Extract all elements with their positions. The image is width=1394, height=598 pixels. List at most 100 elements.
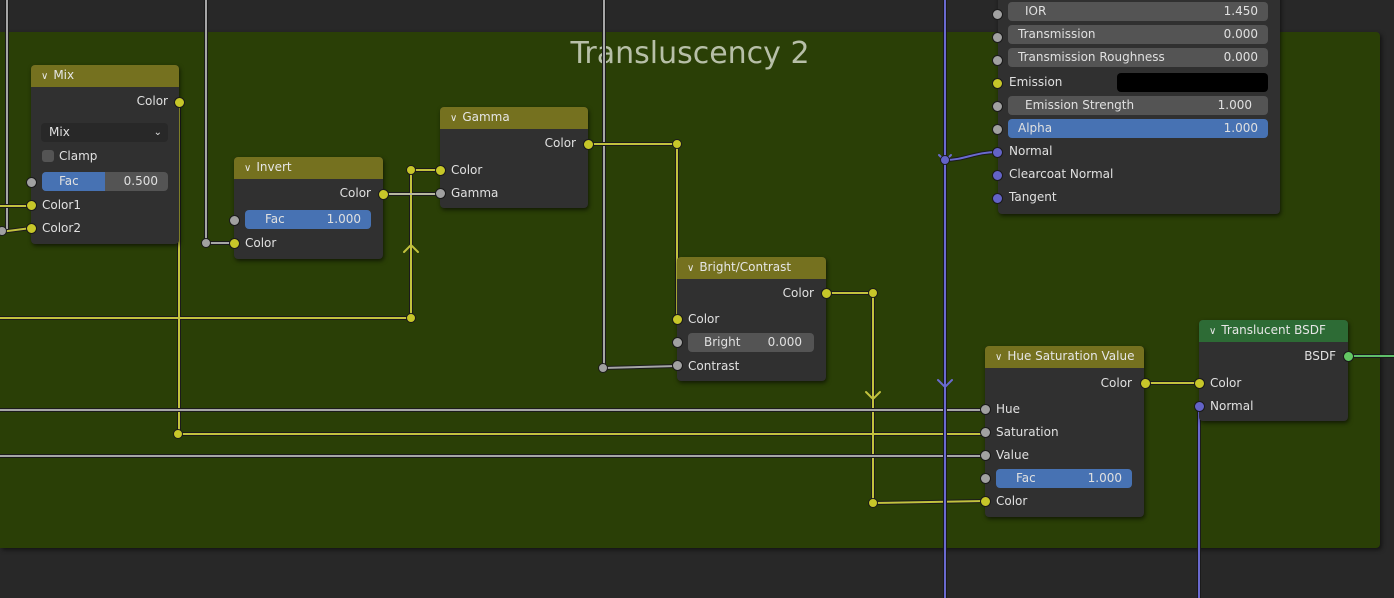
input-label: Tangent <box>1009 190 1057 204</box>
hsv-value-socket[interactable] <box>980 450 991 461</box>
reroute-point <box>868 498 878 508</box>
contrast-socket[interactable] <box>672 360 683 371</box>
fac-slider[interactable]: Fac 1.000 <box>245 210 371 229</box>
mix-color1-socket[interactable] <box>26 200 37 211</box>
principled-bsdf-node[interactable]: IOR 1.450 Transmission 0.000 Transmissio… <box>998 0 1280 214</box>
node-title: Translucent BSDF <box>1221 323 1326 337</box>
chevron-down-icon[interactable]: ∨ <box>995 352 1003 363</box>
link-normal-principled <box>944 151 998 161</box>
hsv-color-socket[interactable] <box>980 496 991 507</box>
fac-slider[interactable]: Fac 0.500 <box>42 172 168 191</box>
reroute-point <box>940 155 950 165</box>
output-label: Color <box>339 186 371 200</box>
emission-strength-field[interactable]: Emission Strength 1.000 <box>1008 96 1268 115</box>
bsdf-output-socket[interactable] <box>1343 351 1354 362</box>
hsv-output-color-socket[interactable] <box>1140 378 1151 389</box>
gamma-node-header[interactable]: ∨Gamma <box>440 107 588 129</box>
mix-node[interactable]: ∨Mix Color Mix ⌄ Clamp Fac 0.500 Color1 … <box>31 65 179 244</box>
transmission-socket[interactable] <box>992 32 1003 43</box>
output-label: BSDF <box>1304 349 1336 363</box>
emission-socket[interactable] <box>992 78 1003 89</box>
direction-arrow <box>403 243 419 253</box>
alpha-slider[interactable]: Alpha 1.000 <box>1008 119 1268 138</box>
chevron-down-icon[interactable]: ∨ <box>41 71 49 82</box>
emission-color-swatch[interactable] <box>1117 73 1268 92</box>
transmission-roughness-socket[interactable] <box>992 55 1003 66</box>
output-label: Color <box>782 286 814 300</box>
translucent-bsdf-node[interactable]: ∨Translucent BSDF BSDF Color Normal <box>1199 320 1348 421</box>
chevron-down-icon[interactable]: ∨ <box>1209 326 1217 337</box>
output-label: Color <box>136 94 168 108</box>
translucent-normal-socket[interactable] <box>1194 401 1205 412</box>
transmission-field[interactable]: Transmission 0.000 <box>1008 25 1268 44</box>
mix-node-header[interactable]: ∨Mix <box>31 65 179 87</box>
hue-saturation-value-node[interactable]: ∨ Hue Saturation Value Color Hue Saturati… <box>985 346 1144 517</box>
hsv-fac-socket[interactable] <box>980 473 991 484</box>
gamma-gamma-socket[interactable] <box>435 188 446 199</box>
translucent-color-socket[interactable] <box>1194 378 1205 389</box>
input-label: Color <box>688 312 720 326</box>
chevron-down-icon[interactable]: ∨ <box>244 163 252 174</box>
fac-label: Fac <box>265 212 285 226</box>
transmission-roughness-field[interactable]: Transmission Roughness 0.000 <box>1008 48 1268 67</box>
gamma-color-socket[interactable] <box>435 165 446 176</box>
input-label: Clearcoat Normal <box>1009 167 1114 181</box>
reroute-point <box>672 139 682 149</box>
bright-socket[interactable] <box>672 337 683 348</box>
reroute-point <box>868 288 878 298</box>
clearcoat-normal-socket[interactable] <box>992 170 1003 181</box>
invert-output-color-socket[interactable] <box>378 189 389 200</box>
fac-label: Fac <box>59 174 79 188</box>
bright-contrast-node-header[interactable]: ∨Bright/Contrast <box>677 257 826 279</box>
ior-field[interactable]: IOR 1.450 <box>1008 2 1268 21</box>
alpha-socket[interactable] <box>992 124 1003 135</box>
hsv-node-header[interactable]: ∨ Hue Saturation Value <box>985 346 1144 368</box>
emission-strength-socket[interactable] <box>992 101 1003 112</box>
gamma-output-color-socket[interactable] <box>583 139 594 150</box>
direction-arrow <box>865 391 881 401</box>
field-label: IOR <box>1025 4 1047 18</box>
hsv-saturation-socket[interactable] <box>980 427 991 438</box>
input-label: Color1 <box>42 198 81 212</box>
node-title: Hue Saturation Value <box>1007 349 1135 363</box>
fac-slider[interactable]: Fac 1.000 <box>996 469 1132 488</box>
chevron-down-icon[interactable]: ∨ <box>687 263 695 274</box>
mix-color2-socket[interactable] <box>26 223 37 234</box>
output-label: Color <box>1100 376 1132 390</box>
mix-output-color-socket[interactable] <box>174 97 185 108</box>
link-value-invert <box>204 0 236 245</box>
normal-socket[interactable] <box>992 147 1003 158</box>
reroute-point <box>0 226 7 236</box>
clamp-checkbox[interactable] <box>42 150 54 162</box>
field-label: Alpha <box>1018 121 1053 135</box>
fac-value: 1.000 <box>1087 471 1122 485</box>
bright-contrast-color-socket[interactable] <box>672 314 683 325</box>
gamma-node[interactable]: ∨Gamma Color Color Gamma <box>440 107 588 208</box>
mix-fac-socket[interactable] <box>26 177 37 188</box>
ior-socket[interactable] <box>992 9 1003 20</box>
invert-fac-socket[interactable] <box>229 215 240 226</box>
chevron-down-icon[interactable]: ∨ <box>450 113 458 124</box>
input-label: Gamma <box>451 186 499 200</box>
translucent-node-header[interactable]: ∨ Translucent BSDF <box>1199 320 1348 342</box>
bright-contrast-node[interactable]: ∨Bright/Contrast Color Color Bright 0.00… <box>677 257 826 381</box>
hsv-hue-socket[interactable] <box>980 404 991 415</box>
field-value: 0.000 <box>1223 50 1258 64</box>
field-value: 1.000 <box>1217 98 1252 112</box>
bright-field[interactable]: Bright 0.000 <box>688 333 814 352</box>
reroute-point <box>173 429 183 439</box>
field-value: 1.000 <box>1223 121 1258 135</box>
blend-mode-dropdown[interactable]: Mix ⌄ <box>41 123 168 142</box>
field-value: 0.000 <box>1223 27 1258 41</box>
fac-value: 0.500 <box>123 174 158 188</box>
invert-color-socket[interactable] <box>229 238 240 249</box>
blend-mode-value: Mix <box>49 125 70 139</box>
link-brightcontrast-to-hsv <box>825 292 986 505</box>
invert-node-header[interactable]: ∨Invert <box>234 157 383 179</box>
input-label: Saturation <box>996 425 1059 439</box>
field-value: 1.450 <box>1223 4 1258 18</box>
fac-slider-fill <box>42 172 105 191</box>
bright-contrast-output-socket[interactable] <box>821 288 832 299</box>
tangent-socket[interactable] <box>992 193 1003 204</box>
invert-node[interactable]: ∨Invert Color Fac 1.000 Color <box>234 157 383 259</box>
